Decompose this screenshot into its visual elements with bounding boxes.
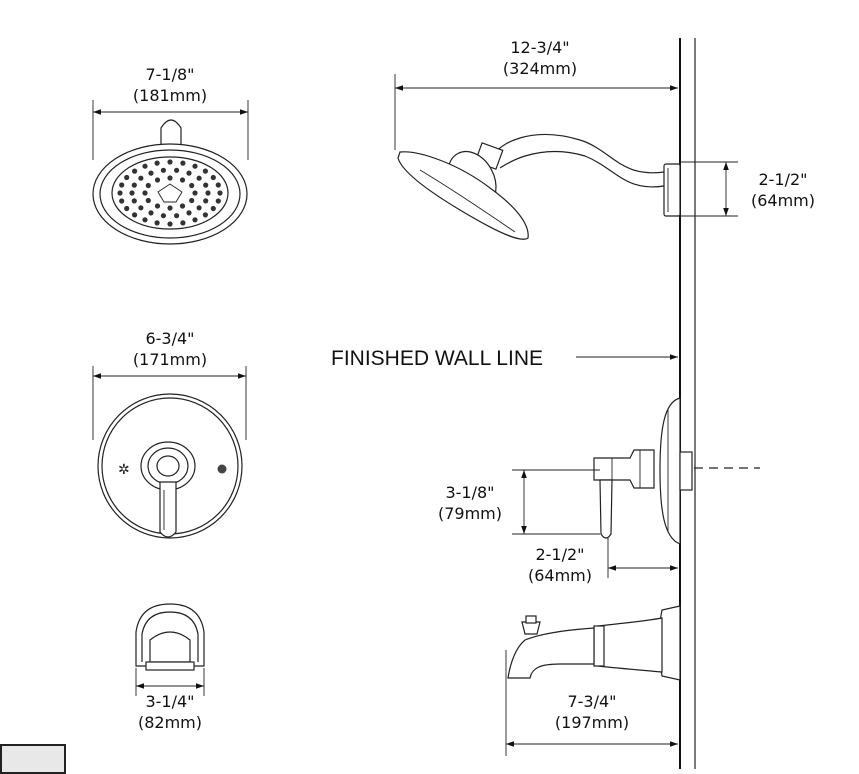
nozzle bbox=[189, 182, 195, 189]
nozzle bbox=[142, 190, 148, 196]
nozzle bbox=[132, 168, 138, 174]
nozzle bbox=[202, 168, 208, 174]
nozzle bbox=[179, 177, 186, 183]
nozzle bbox=[138, 205, 144, 211]
nozzle bbox=[148, 170, 154, 176]
nozzle bbox=[167, 159, 173, 165]
nozzle bbox=[124, 205, 130, 212]
nozzle bbox=[131, 182, 137, 188]
nozzle bbox=[167, 221, 173, 227]
spout-width-metric: (82mm) bbox=[138, 713, 202, 732]
valve-trim-front-view: ✲ bbox=[97, 393, 243, 539]
spout-reach-imperial: 7-3/4" bbox=[567, 692, 616, 711]
nozzle bbox=[210, 174, 216, 181]
showerhead-width-imperial: 7-1/8" bbox=[145, 65, 194, 84]
nozzle bbox=[132, 212, 138, 218]
showerhead-width-metric: (181mm) bbox=[133, 86, 207, 105]
dim-arm-height: 2-1/2" (64mm) bbox=[680, 161, 815, 217]
nozzle bbox=[138, 175, 144, 181]
nozzle bbox=[215, 182, 221, 188]
nozzle bbox=[189, 197, 195, 204]
valve-trim-side-view bbox=[512, 397, 760, 545]
nozzle bbox=[119, 182, 125, 188]
escutcheon-metric: (171mm) bbox=[133, 350, 207, 369]
handle-projection-imperial: 2-1/2" bbox=[535, 545, 584, 564]
nozzle bbox=[179, 203, 186, 209]
nozzle bbox=[180, 160, 186, 166]
dim-showerhead-front: 7-1/8" (181mm) bbox=[92, 65, 249, 160]
dim-showerhead-reach: 12-3/4" (324mm) bbox=[394, 38, 678, 150]
reach-metric: (324mm) bbox=[503, 59, 577, 78]
dim-handle-drop: 3-1/8" (79mm) bbox=[438, 470, 600, 535]
handle-projection-metric: (64mm) bbox=[528, 566, 592, 585]
nozzle bbox=[154, 220, 160, 226]
arm-height-imperial: 2-1/2" bbox=[758, 170, 807, 189]
dim-handle-projection: 2-1/2" (64mm) bbox=[528, 538, 678, 585]
hot-indicator-icon bbox=[217, 464, 227, 474]
nozzle bbox=[196, 205, 202, 211]
nozzle bbox=[174, 167, 180, 173]
nozzle bbox=[186, 170, 192, 176]
handle-drop-imperial: 3-1/8" bbox=[445, 483, 494, 502]
arm-height-metric: (64mm) bbox=[751, 191, 815, 210]
nozzle bbox=[142, 217, 148, 223]
nozzle bbox=[129, 190, 135, 196]
nozzle bbox=[117, 190, 123, 196]
finished-wall-label: FINISHED WALL LINE bbox=[331, 347, 543, 370]
nozzle bbox=[202, 212, 208, 218]
nozzle bbox=[192, 217, 198, 223]
spout-width-imperial: 3-1/4" bbox=[145, 692, 194, 711]
corner-tab bbox=[0, 744, 66, 774]
nozzle bbox=[160, 213, 166, 219]
reach-imperial: 12-3/4" bbox=[510, 38, 569, 57]
nozzle bbox=[215, 198, 221, 204]
nozzle bbox=[160, 167, 166, 173]
tub-spout-front-view bbox=[135, 603, 205, 671]
nozzle bbox=[180, 220, 186, 226]
showerhead-side-view bbox=[397, 133, 681, 240]
nozzle bbox=[167, 205, 173, 211]
dim-spout-reach: 7-3/4" (197mm) bbox=[505, 650, 678, 756]
showerhead-front-view bbox=[92, 119, 248, 245]
nozzle bbox=[119, 198, 125, 204]
nozzle bbox=[145, 197, 151, 204]
nozzle bbox=[154, 160, 160, 166]
nozzle bbox=[210, 205, 216, 212]
nozzle bbox=[205, 190, 211, 196]
nozzle bbox=[131, 198, 137, 204]
nozzle bbox=[192, 163, 198, 169]
finished-wall bbox=[679, 38, 696, 769]
nozzle bbox=[167, 175, 173, 181]
handle-drop-metric: (79mm) bbox=[438, 504, 502, 523]
nozzle bbox=[186, 210, 192, 216]
nozzle bbox=[196, 175, 202, 181]
cold-indicator-icon: ✲ bbox=[118, 462, 130, 478]
nozzle bbox=[174, 213, 180, 219]
nozzle bbox=[154, 203, 161, 209]
escutcheon-imperial: 6-3/4" bbox=[145, 329, 194, 348]
nozzle bbox=[124, 174, 130, 181]
nozzle bbox=[145, 182, 151, 189]
nozzle bbox=[217, 190, 223, 196]
dim-escutcheon: 6-3/4" (171mm) bbox=[92, 329, 247, 440]
finished-wall-callout: FINISHED WALL LINE bbox=[331, 347, 678, 370]
spout-reach-metric: (197mm) bbox=[555, 713, 629, 732]
nozzle bbox=[203, 198, 209, 204]
nozzle bbox=[203, 182, 209, 188]
nozzle-pattern bbox=[117, 159, 223, 227]
dim-spout-width: 3-1/4" (82mm) bbox=[135, 668, 205, 732]
nozzle bbox=[154, 177, 161, 183]
nozzle bbox=[192, 190, 198, 196]
nozzle bbox=[148, 210, 154, 216]
nozzle bbox=[142, 163, 148, 169]
tub-spout-side-view bbox=[507, 605, 681, 681]
